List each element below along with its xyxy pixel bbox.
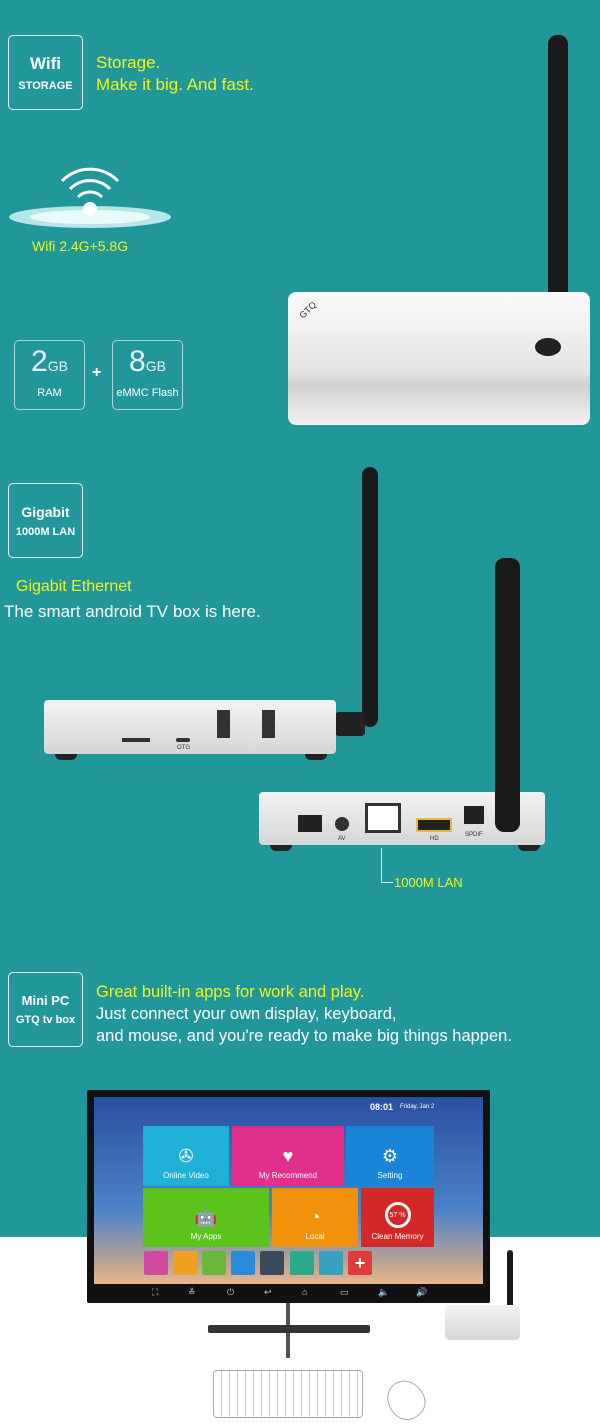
app-icon[interactable] <box>260 1251 284 1275</box>
headline: Great built-in apps for work and play. <box>96 983 365 1001</box>
lan-port <box>365 803 401 833</box>
body-line: Just connect your own display, keyboard, <box>96 1005 397 1023</box>
recent-apps-icon[interactable]: ▭ <box>340 1287 349 1297</box>
flash-spec: 8GB eMMC Flash <box>112 340 183 410</box>
badge-subtitle: 1000M LAN <box>15 525 76 538</box>
ram-spec: 2GB RAM <box>14 340 85 410</box>
power-icon[interactable]: ⏻ <box>227 1287 235 1297</box>
power-port <box>298 815 322 832</box>
film-reel-icon: ✇ <box>178 1146 194 1166</box>
app-icon[interactable] <box>173 1251 197 1275</box>
box-body <box>288 292 590 425</box>
ethernet-subline: The smart android TV box is here. <box>4 602 261 621</box>
av-port <box>335 817 349 831</box>
tile-label: Local <box>305 1232 325 1241</box>
gigabit-badge: Gigabit 1000M LAN <box>8 483 83 558</box>
home-icon[interactable]: ⌂ <box>302 1287 308 1297</box>
collapse-icon[interactable]: ≚ <box>188 1287 196 1297</box>
monitor-base <box>208 1325 370 1333</box>
hd-label: HD <box>430 836 439 842</box>
app-icon[interactable] <box>144 1251 168 1275</box>
usb-port <box>262 710 275 738</box>
hdmi-port <box>416 818 452 832</box>
tile-online-video[interactable]: ✇ Online Video <box>143 1126 229 1186</box>
antenna <box>362 467 378 727</box>
tile-setting[interactable]: ⚙ Setting <box>346 1126 434 1186</box>
spdif-label: SPDIF <box>465 832 483 838</box>
spdif-port <box>464 806 484 824</box>
clock-time: 08:01 <box>370 1102 394 1112</box>
wifi-label: Wifi 2.4G+5.8G <box>32 238 129 254</box>
volume-down-icon[interactable]: 🔈 <box>378 1287 390 1297</box>
box-body <box>44 700 336 754</box>
tile-label: Setting <box>377 1171 403 1180</box>
app-icon[interactable] <box>319 1251 343 1275</box>
badge-title: Gigabit <box>21 503 70 520</box>
plus-sign: + <box>92 364 102 381</box>
tile-local[interactable]: ◔ Local <box>272 1188 358 1247</box>
small-box-antenna <box>507 1250 513 1310</box>
tile-label: Clean Memory <box>371 1232 424 1241</box>
app-icon[interactable] <box>202 1251 226 1275</box>
badge-title: Wifi <box>29 53 61 73</box>
badge-subtitle: GTQ tv box <box>15 1014 76 1026</box>
otg-port <box>176 738 190 742</box>
mini-pc-text: Great built-in apps for work and play. J… <box>96 981 512 1047</box>
small-tv-box <box>445 1305 520 1340</box>
ethernet-headline: Gigabit Ethernet <box>16 578 132 595</box>
badge-subtitle: STORAGE <box>18 79 73 92</box>
antenna-hinge <box>335 712 365 736</box>
otg-label: OTG <box>177 745 190 751</box>
back-icon[interactable]: ↩ <box>264 1287 272 1297</box>
add-app-icon[interactable]: + <box>348 1251 372 1275</box>
clock-date: Friday, Jan 2 <box>400 1104 435 1110</box>
flash-unit: GB <box>145 358 166 374</box>
mouse <box>379 1373 433 1427</box>
storage-headline: Storage. Make it big. And fast. <box>96 52 254 96</box>
tile-label: My Apps <box>190 1232 222 1241</box>
mini-pc-badge: Mini PC GTQ tv box <box>8 972 83 1047</box>
tile-label: Online Video <box>163 1171 209 1180</box>
volume-up-icon[interactable]: 🔊 <box>416 1287 428 1297</box>
headline-line: Storage. <box>96 53 161 72</box>
wifi-storage-badge: Wifi STORAGE <box>8 35 83 110</box>
keyboard <box>213 1370 363 1418</box>
antenna-base <box>495 780 520 832</box>
av-label: AV <box>338 836 346 842</box>
heart-folder-icon: ♥ <box>282 1146 294 1166</box>
ram-value: 2 <box>31 345 48 378</box>
screenshot-icon[interactable]: ⛶ <box>152 1287 159 1297</box>
gear-icon: ⚙ <box>381 1146 399 1166</box>
ram-label: RAM <box>37 387 62 399</box>
antenna <box>548 35 568 300</box>
refresh-icon: 57 % <box>384 1202 411 1228</box>
ir-sensor <box>535 338 561 356</box>
lan-callout-label: 1000M LAN <box>394 875 463 890</box>
usb-port <box>217 710 230 738</box>
flash-value: 8 <box>129 345 146 378</box>
headline-line: Make it big. And fast. <box>96 75 254 94</box>
local-icon: ◔ <box>309 1207 321 1227</box>
tile-my-apps[interactable]: 🤖 My Apps <box>143 1188 269 1247</box>
tile-my-recommend[interactable]: ♥ My Recommend <box>232 1126 344 1186</box>
android-icon: 🤖 <box>194 1207 218 1227</box>
tile-label: My Recommend <box>258 1171 318 1180</box>
app-icon[interactable] <box>290 1251 314 1275</box>
flash-label: eMMC Flash <box>116 387 179 399</box>
app-icon[interactable] <box>231 1251 255 1275</box>
ram-unit: GB <box>47 358 68 374</box>
tile-clean-memory[interactable]: 57 % Clean Memory <box>361 1188 434 1247</box>
body-line: and mouse, and you're ready to make big … <box>96 1027 512 1045</box>
badge-title: Mini PC <box>21 993 70 1008</box>
sd-slot <box>122 738 150 742</box>
wifi-icon <box>9 167 171 228</box>
lan-callout-line <box>381 848 393 883</box>
